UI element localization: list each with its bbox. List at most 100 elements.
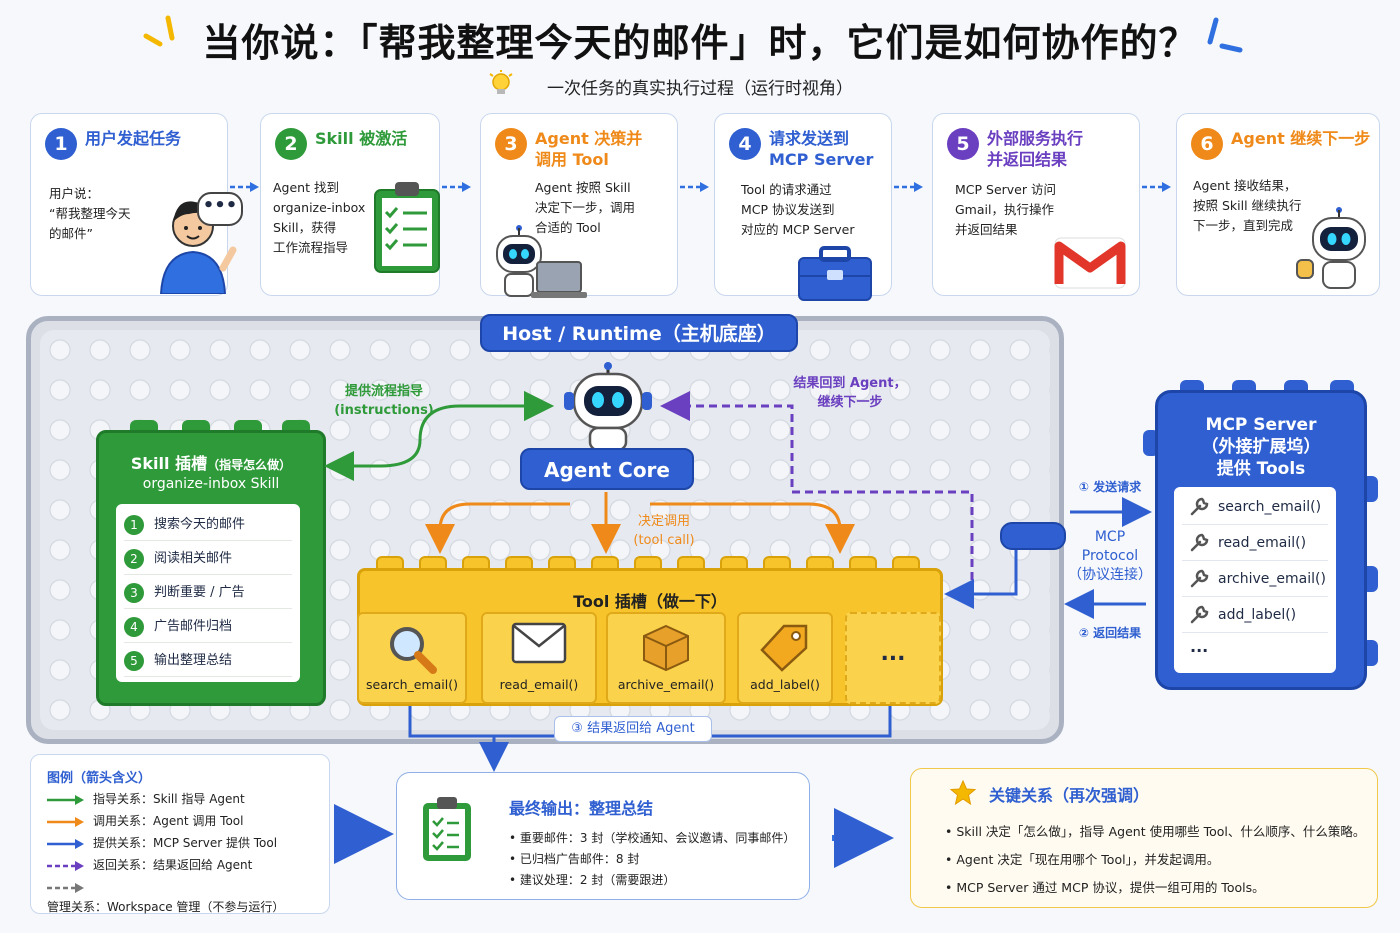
mcp-port-connector	[1000, 522, 1066, 550]
tool-slot-label: read_email()	[499, 677, 579, 692]
final-output-item: • 建议处理：2 封（需要跟进）	[509, 873, 676, 887]
robot-laptop-icon	[496, 225, 587, 298]
step-description: 用户说：“帮我整理今天的邮件”	[49, 186, 131, 241]
step-title: 用户发起任务	[85, 129, 182, 148]
skill-step-label: 广告邮件归档	[154, 619, 233, 634]
skill-step-number: 1	[124, 514, 144, 535]
mcp-tool-item: search_email()	[1182, 489, 1328, 525]
star-icon	[949, 779, 977, 806]
tool-return-label: ③ 结果返回给 Agent	[554, 716, 712, 742]
skill-step-number: 2	[124, 548, 144, 569]
mcp-tool-name: add_label()	[1218, 607, 1297, 623]
agent-core-block: Agent Core	[520, 448, 694, 490]
wrench-icon	[1188, 604, 1210, 640]
speech-bubble-icon: •••	[197, 192, 243, 226]
clipboard-icon	[423, 797, 471, 861]
page-title: 当你说：「帮我整理今天的邮件」时，它们是如何协作的？	[202, 21, 1198, 65]
tool-slot-more: ...	[845, 612, 941, 704]
skill-step-label: 阅读相关邮件	[154, 551, 233, 566]
step-number-badge: 6	[1191, 128, 1223, 160]
legend-item: 提供关系：MCP Server 提供 Tool	[47, 833, 277, 853]
step-number-badge: 2	[275, 128, 307, 160]
mcp-tool-name: read_email()	[1218, 535, 1307, 551]
magnifier-icon	[390, 627, 437, 674]
step-number-badge: 1	[45, 128, 77, 160]
final-output-title: 最终输出：整理总结	[509, 799, 654, 818]
tool-slot-label: search_email()	[366, 677, 458, 692]
legend-item: 指导关系：Skill 指导 Agent	[47, 789, 245, 809]
key-relation-item: • Skill 决定「怎么做」，指导 Agent 使用哪些 Tool、什么顺序、…	[945, 824, 1366, 839]
wrench-icon	[1188, 568, 1210, 604]
final-output-item: • 重要邮件：3 封（学校通知、会议邀请、同事邮件）	[509, 831, 796, 845]
robot-icon	[564, 362, 652, 452]
skill-slot-title: Skill 插槽（指导怎么做）	[130, 454, 292, 473]
bulb-icon	[489, 70, 513, 94]
step-number-badge: 3	[495, 128, 527, 160]
result-back-label: 结果回到 Agent，继续下一步	[793, 376, 907, 410]
legend-item-label: 指导关系：Skill 指导 Agent	[93, 792, 245, 806]
instructions-label: 提供流程指导(instructions)	[334, 384, 434, 418]
checklist-icon	[374, 182, 440, 273]
legend-item: 管理关系：Workspace 管理（不参与运行）	[47, 877, 329, 914]
legend-panel: 图例（箭头含义） 指导关系：Skill 指导 Agent 调用关系：Agent 调用…	[30, 754, 330, 914]
mcp-tool-list: search_email()read_email()archive_email(…	[1174, 487, 1336, 673]
skill-step-number: 5	[124, 650, 144, 671]
tool-slot-label: archive_email()	[617, 677, 715, 692]
legend-item-label: 提供关系：MCP Server 提供 Tool	[93, 836, 278, 850]
sparkle-left-icon	[143, 15, 175, 47]
skill-step-label: 输出整理总结	[154, 653, 233, 668]
mcp-tool-more: ...	[1190, 637, 1209, 656]
legend-arrow-icon	[47, 882, 84, 893]
tag-icon	[760, 624, 808, 672]
tool-slot-search_email: search_email()	[357, 612, 467, 704]
legend-title: 图例（箭头含义）	[47, 771, 152, 786]
legend-item: 返回关系：结果返回给 Agent	[47, 855, 252, 875]
legend-arrow-icon	[47, 794, 84, 805]
mcp-tool-item: add_label()	[1182, 597, 1328, 633]
step-arrow	[680, 178, 710, 192]
tool-slot-title: Tool 插槽（做一下）	[573, 592, 727, 611]
step-description: Agent 接收结果，按照 Skill 继续执行下一步，直到完成	[1193, 178, 1302, 233]
wrench-icon	[1188, 496, 1210, 532]
step-title: Agent 决策并调用 Tool	[535, 129, 643, 169]
legend-item-label: 调用关系：Agent 调用 Tool	[93, 814, 244, 828]
legend-item: 调用关系：Agent 调用 Tool	[47, 811, 243, 831]
step-title: Skill 被激活	[315, 129, 408, 148]
legend-arrow-icon	[47, 860, 84, 871]
mcp-tool-name: search_email()	[1218, 499, 1322, 515]
step-arrow	[894, 178, 924, 192]
step-arrow	[1142, 178, 1172, 192]
skill-step-number: 3	[124, 582, 144, 603]
step-card-1: 1 用户发起任务用户说：“帮我整理今天的邮件” •••	[30, 113, 243, 296]
envelope-icon	[511, 622, 567, 664]
return-result-label: ② 返回结果	[1078, 626, 1142, 640]
key-relations-title: 关键关系（再次强调）	[989, 786, 1150, 805]
step-number-badge: 4	[729, 128, 761, 160]
package-icon	[643, 624, 689, 672]
step-arrow	[230, 178, 260, 192]
step-title: Agent 继续下一步	[1231, 129, 1371, 148]
mcp-tool-item: read_email()	[1182, 525, 1328, 561]
step-arrow	[442, 178, 472, 192]
key-relations-panel: 关键关系（再次强调） • Skill 决定「怎么做」，指导 Agent 使用哪些…	[910, 768, 1378, 908]
legend-item-label: 管理关系：Workspace 管理（不参与运行）	[47, 900, 285, 914]
mcp-server-title: MCP Server（外接扩展坞）提供 Tools	[1201, 415, 1321, 479]
tool-slot-archive_email: archive_email()	[606, 612, 726, 704]
sparkle-right-icon	[1207, 17, 1243, 53]
tool-slot-add_label: add_label()	[737, 612, 833, 704]
tool-slot-read_email: read_email()	[481, 612, 597, 704]
gmail-icon	[1054, 237, 1126, 289]
key-relation-item: • MCP Server 通过 MCP 协议，提供一组可用的 Tools。	[945, 880, 1265, 895]
send-request-label: ① 发送请求	[1078, 480, 1142, 494]
robot-thumbsup-icon	[1296, 207, 1366, 289]
